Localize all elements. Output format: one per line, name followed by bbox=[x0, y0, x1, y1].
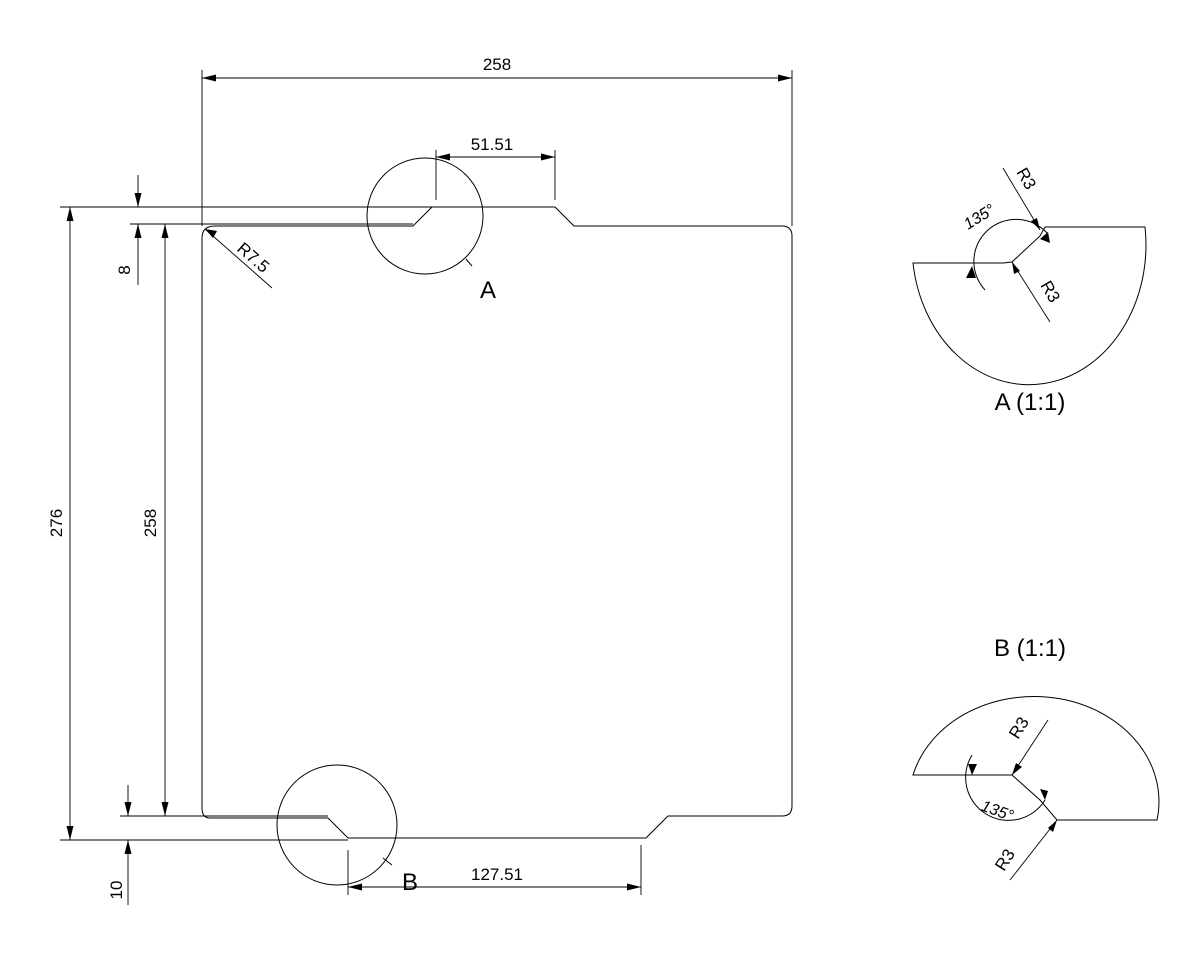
detail-a-view bbox=[912, 167, 1147, 386]
dimension-height-overall bbox=[60, 206, 432, 841]
dimension-width-top bbox=[201, 70, 793, 226]
detail-b-radius-lower-text: R3 bbox=[991, 846, 1019, 875]
detail-a-marker bbox=[366, 157, 484, 275]
detail-b-view bbox=[912, 695, 1160, 881]
dimension-step-top bbox=[134, 175, 142, 285]
detail-b-marker bbox=[276, 764, 398, 886]
dimension-step-bottom bbox=[124, 785, 132, 905]
detail-a-angle-text: 135° bbox=[961, 201, 999, 233]
part-outline bbox=[201, 206, 793, 839]
detail-b-radius-upper-text: R3 bbox=[1005, 714, 1033, 743]
detail-a-radius-top-text: R3 bbox=[1013, 165, 1040, 193]
dimension-step-top-text: 8 bbox=[115, 265, 134, 274]
detail-a-radius-bottom-text: R3 bbox=[1037, 278, 1064, 306]
dimension-offset-b bbox=[347, 845, 642, 895]
dimension-step-bottom-text: 10 bbox=[107, 881, 126, 900]
detail-b-label: B bbox=[402, 869, 418, 896]
dimension-corner-radius bbox=[204, 228, 273, 289]
dimension-width-top-text: 258 bbox=[483, 55, 511, 74]
dimension-height-inner bbox=[120, 223, 413, 817]
dimension-offset-a-text: 51.51 bbox=[471, 135, 514, 154]
dimension-offset-a bbox=[435, 150, 556, 200]
detail-a-title: A (1:1) bbox=[995, 389, 1066, 416]
dimension-height-inner-text: 258 bbox=[141, 509, 160, 537]
detail-b-angle-text: 135° bbox=[979, 798, 1016, 825]
detail-b-title: B (1:1) bbox=[994, 635, 1066, 662]
dimension-offset-b-text: 127.51 bbox=[471, 865, 523, 884]
detail-a-label: A bbox=[480, 277, 496, 304]
dimension-height-overall-text: 276 bbox=[47, 509, 66, 537]
